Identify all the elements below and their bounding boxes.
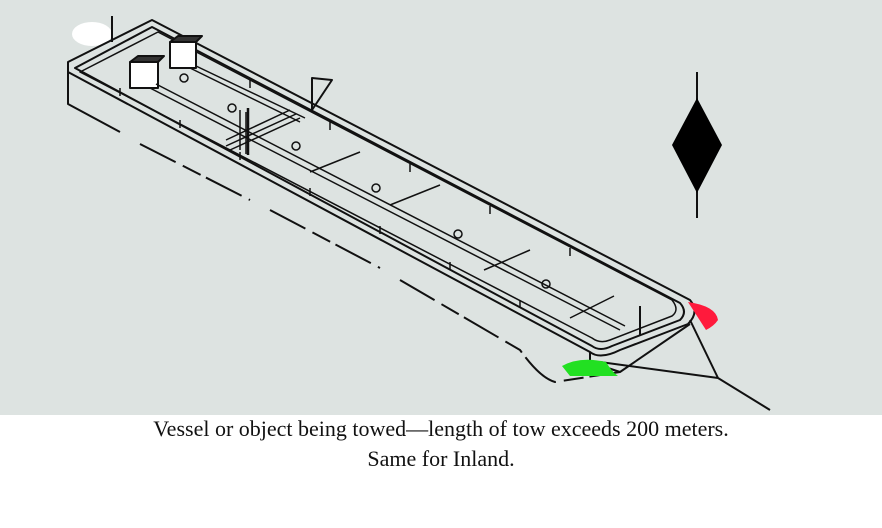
tow-line [599,319,771,411]
barge-hull [67,72,121,133]
barge-drawing [67,16,771,411]
barge-deck-rim [67,19,696,357]
figure-caption: Vessel or object being towed—length of t… [0,414,882,474]
towed-vessel-illustration [0,0,882,415]
caption-line-2: Same for Inland. [367,446,515,471]
caption-line-1: Vessel or object being towed—length of t… [153,416,729,441]
green-starboard-sidelight [562,359,618,376]
red-port-sidelight [688,302,718,330]
white-stern-light [72,22,112,46]
diamond-dayshape [672,72,722,218]
